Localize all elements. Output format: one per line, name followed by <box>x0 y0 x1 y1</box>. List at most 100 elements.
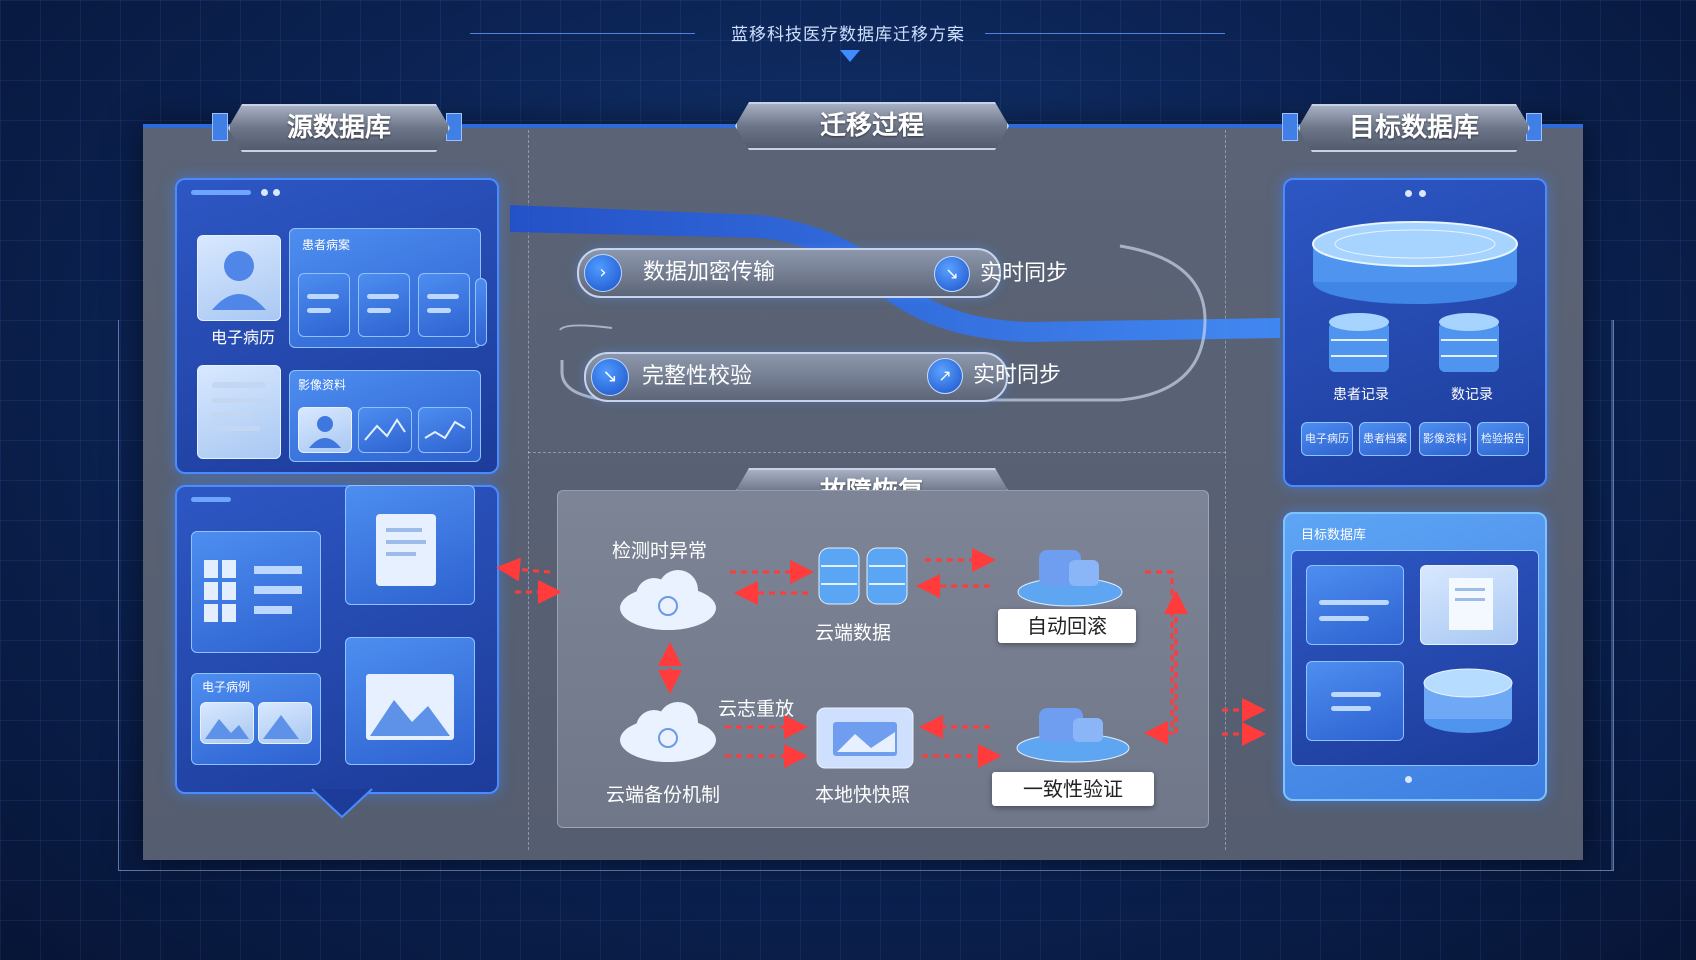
check-icon: ↘ <box>591 358 629 396</box>
section-tab-source[interactable]: 源数据库 <box>228 104 450 152</box>
tab-cap <box>212 113 228 141</box>
patient-avatar-tile[interactable] <box>197 235 281 321</box>
window-bar <box>191 497 231 502</box>
sync-icon: ↗ <box>927 358 963 394</box>
database-platform-icon <box>1312 221 1518 304</box>
image-thumb[interactable] <box>258 702 312 744</box>
database-disk-icon <box>1423 668 1513 733</box>
mountain-image-icon <box>366 674 454 740</box>
target-lower-body <box>1291 550 1539 766</box>
patient-records-label: 患者记录 <box>1333 387 1389 403</box>
form-card[interactable] <box>1306 565 1404 645</box>
step-integrity-label: 完整性校验 <box>642 364 753 389</box>
mountain-image-icon <box>205 719 249 739</box>
snapshot-icon <box>816 707 914 769</box>
database-cluster-icon <box>818 547 908 605</box>
user-icon <box>212 251 266 310</box>
cloud-data-label: 云端数据 <box>815 622 892 644</box>
target-db-lower-window[interactable]: 目标数据库 <box>1283 512 1547 801</box>
window-card[interactable] <box>1306 661 1404 741</box>
target-button-1[interactable]: 电子病历 <box>1301 422 1353 456</box>
target-button-3[interactable]: 影像资料 <box>1419 422 1471 456</box>
bar <box>1319 616 1369 621</box>
record-tile[interactable] <box>418 273 470 337</box>
document-tile[interactable] <box>197 365 281 459</box>
step-sync-top-label: 实时同步 <box>980 261 1069 286</box>
patient-record-card[interactable]: 患者病案 <box>289 228 481 348</box>
window-dot <box>1405 776 1412 783</box>
bar <box>367 308 391 313</box>
bar <box>1331 692 1381 697</box>
target-lower-title: 目标数据库 <box>1301 528 1367 543</box>
header-line-left <box>470 33 695 34</box>
ehr-label: 电子病历 <box>211 328 276 347</box>
bar <box>1319 600 1389 605</box>
local-snapshot-label: 本地快快照 <box>815 784 911 806</box>
step-encrypt-label: 数据加密传输 <box>643 260 776 285</box>
target-db-window[interactable]: 患者记录 数记录 电子病历 患者档案 影像资料 检验报告 <box>1283 178 1547 487</box>
image-thumb[interactable] <box>298 407 352 453</box>
sync-icon: ↘ <box>934 256 970 292</box>
table-icon <box>204 560 302 622</box>
chart-thumb[interactable] <box>418 407 472 453</box>
divider-right <box>1225 130 1226 850</box>
outer-frame <box>118 320 1614 871</box>
document-card[interactable] <box>1420 565 1518 645</box>
consistency-check-box[interactable]: 一致性验证 <box>992 772 1154 806</box>
window-dot <box>1405 190 1412 197</box>
record-tile[interactable] <box>298 273 350 337</box>
line-chart-icon <box>364 418 406 441</box>
document-icon <box>212 382 266 431</box>
step-sync-top[interactable]: ↘ 实时同步 <box>934 254 1114 294</box>
page-title: 蓝移科技医疗数据库迁移方案 <box>731 25 965 45</box>
source-ehr-window[interactable]: 电子病历 患者病案 影像资料 <box>175 178 499 474</box>
target-button-2[interactable]: 患者档案 <box>1359 422 1411 456</box>
step-sync-bottom[interactable]: ↗ 实时同步 <box>927 356 1107 396</box>
header-down-triangle <box>840 50 860 62</box>
section-tab-migration[interactable]: 迁移过程 <box>735 102 1009 150</box>
detect-label: 检测时异常 <box>612 540 708 562</box>
chevron-right-icon: › <box>584 254 622 292</box>
patient-card-title: 患者病案 <box>302 238 351 252</box>
tab-cap <box>1282 113 1298 141</box>
window-dot <box>1419 190 1426 197</box>
database-disk-icon <box>1017 550 1123 607</box>
header-line-right <box>985 33 1225 34</box>
bar <box>1331 706 1371 711</box>
record-tile[interactable] <box>358 273 410 337</box>
divider-middle <box>528 452 1226 453</box>
window-bar <box>191 190 251 195</box>
bar <box>427 294 459 299</box>
step-sync-bottom-label: 实时同步 <box>973 363 1062 388</box>
person-image-icon <box>309 416 341 448</box>
database-icon <box>1329 313 1389 372</box>
document-preview-card[interactable] <box>345 485 475 605</box>
mountain-image-icon <box>263 715 299 739</box>
target-button-4[interactable]: 检验报告 <box>1477 422 1529 456</box>
chart-thumb[interactable] <box>358 407 412 453</box>
window-dot <box>261 189 268 196</box>
table-card[interactable] <box>191 531 321 653</box>
log-replay-label: 云志重放 <box>718 698 795 720</box>
records-label: 数记录 <box>1451 387 1493 403</box>
auto-rollback-box[interactable]: 自动回滚 <box>998 609 1136 643</box>
imaging-card[interactable]: 影像资料 <box>289 370 481 462</box>
cloud-backup-label: 云端备份机制 <box>606 784 721 806</box>
image-preview-card[interactable] <box>345 637 475 765</box>
step-encrypt-transfer[interactable]: › 数据加密传输 <box>577 248 1001 298</box>
gallery-card[interactable]: 电子病例 <box>191 673 321 765</box>
database-disk-icon <box>1016 708 1130 763</box>
scrollbar[interactable] <box>475 278 487 346</box>
document-icon <box>1449 578 1493 630</box>
bar <box>427 308 451 313</box>
image-thumb[interactable] <box>200 702 254 744</box>
section-tab-target[interactable]: 目标数据库 <box>1298 104 1530 152</box>
callout-pointer <box>311 788 373 819</box>
cloud-icon <box>620 702 716 762</box>
divider-left <box>528 130 529 850</box>
bar <box>367 294 399 299</box>
database-icon <box>1439 313 1499 372</box>
source-docs-window[interactable]: 电子病例 <box>175 485 499 794</box>
